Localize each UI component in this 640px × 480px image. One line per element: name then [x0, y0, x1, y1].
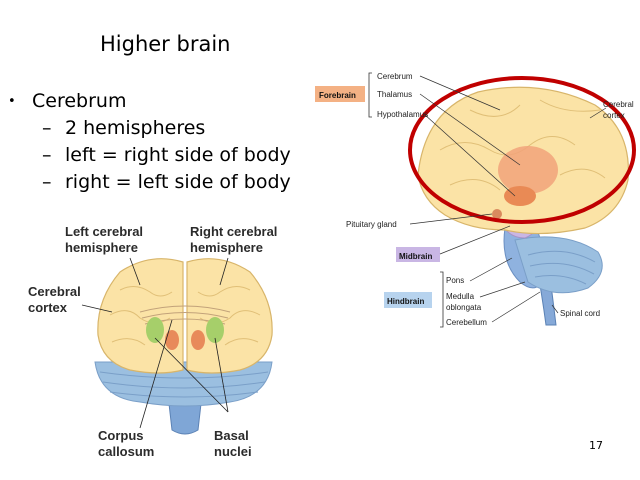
- right-hemisphere-label: Right cerebral: [190, 224, 277, 239]
- bullet-text: Cerebrum: [32, 90, 127, 112]
- bullet-item: • Cerebrum: [8, 88, 291, 115]
- hindbrain-tag: [384, 292, 432, 308]
- basal-nuclei-label: Basal: [214, 428, 249, 443]
- spinal-cord-label: Spinal cord: [560, 309, 600, 318]
- forebrain-label: Forebrain: [319, 91, 356, 100]
- bullet-list: • Cerebrum – 2 hemispheres – left = righ…: [8, 88, 291, 196]
- subbullet-text: left = right side of body: [65, 144, 291, 166]
- subbullet-item: – 2 hemispheres: [8, 115, 291, 142]
- bullet-dot-icon: •: [8, 94, 16, 109]
- svg-text:Corpus callosum: Corpus callosum: [98, 428, 154, 459]
- cerebellum-label: Cerebellum: [446, 318, 487, 327]
- forebrain-tag: [315, 86, 365, 102]
- subbullet-item: – left = right side of body: [8, 142, 291, 169]
- svg-text:Basal nuclei: Basal nuclei: [214, 428, 252, 459]
- left-hemisphere-label: hemisphere: [65, 240, 138, 255]
- subbullet-text: right = left side of body: [65, 171, 291, 193]
- cerebrum-label: Cerebrum: [377, 72, 413, 81]
- cerebral-cortex-side-label: Cerebral: [603, 100, 634, 109]
- svg-text:Cerebral cortex: Cerebral cortex: [28, 284, 84, 315]
- hindbrain-label: Hindbrain: [387, 297, 424, 306]
- pituitary-label: Pituitary gland: [346, 220, 397, 229]
- medulla-label: Medulla: [446, 292, 475, 301]
- cerebral-cortex-label: Cerebral: [28, 284, 81, 299]
- thalamus-label: Thalamus: [377, 90, 412, 99]
- right-hemisphere-label: hemisphere: [190, 240, 263, 255]
- cerebral-cortex-side-label: cortex: [603, 111, 625, 120]
- dash-icon: –: [42, 171, 52, 193]
- corpus-callosum-label: callosum: [98, 444, 154, 459]
- corpus-callosum-label: Corpus: [98, 428, 144, 443]
- medulla-label: oblongata: [446, 303, 482, 312]
- midbrain-label: Midbrain: [399, 252, 432, 261]
- subbullet-text: 2 hemispheres: [65, 117, 206, 139]
- dash-icon: –: [42, 144, 52, 166]
- svg-text:Left cerebral hemisphere: Left cerebral hemisphere: [65, 224, 147, 255]
- front-brain-diagram: Left cerebral hemisphere Right cerebral …: [28, 224, 281, 459]
- hypothalamus-label: Hypothalamus: [377, 110, 428, 119]
- subbullet-item: – right = left side of body: [8, 169, 291, 196]
- side-brain-diagram: Forebrain Midbrain Hindbrain Cerebrum Th…: [315, 72, 636, 328]
- cerebral-cortex-label: cortex: [28, 300, 68, 315]
- slide-title: Higher brain: [100, 32, 231, 56]
- page-number: 17: [589, 439, 603, 452]
- svg-text:Right cerebral hemispher: Right cerebral hemisphere: [190, 224, 281, 255]
- pons-label: Pons: [446, 276, 464, 285]
- midbrain-tag: [396, 247, 440, 262]
- basal-nuclei-label: nuclei: [214, 444, 252, 459]
- highlight-ellipse: [408, 76, 636, 224]
- left-hemisphere-label: Left cerebral: [65, 224, 143, 239]
- dash-icon: –: [42, 117, 52, 139]
